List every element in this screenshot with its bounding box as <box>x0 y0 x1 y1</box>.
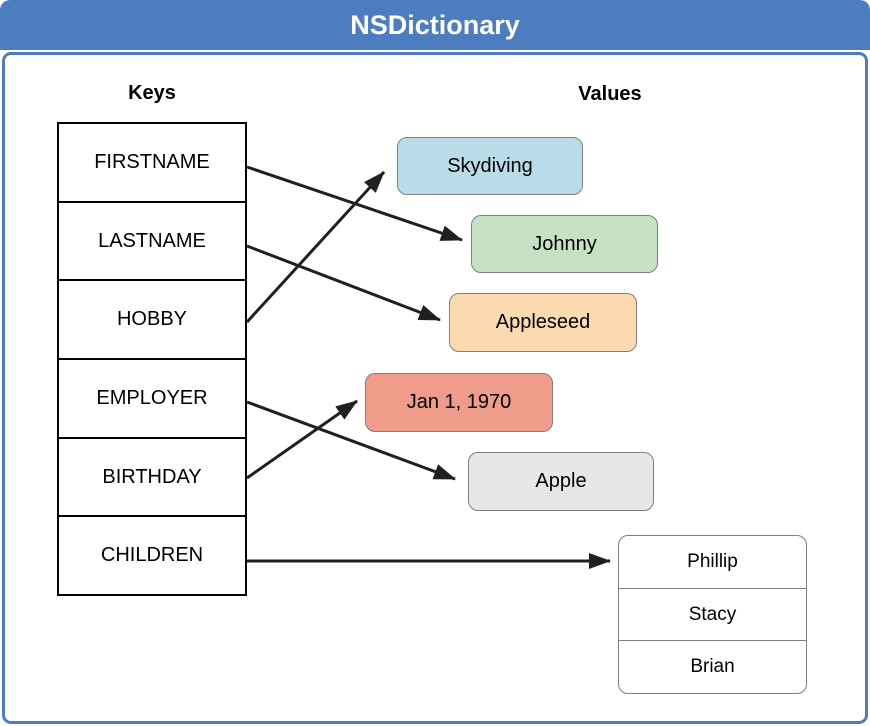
key-row-birthday: BIRTHDAY <box>59 439 245 518</box>
value-box-apple: Apple <box>468 452 654 511</box>
values-heading: Values <box>578 83 642 105</box>
value-box-johnny: Johnny <box>471 215 658 273</box>
keys-heading: Keys <box>128 82 176 104</box>
child-row-stacy: Stacy <box>619 589 806 642</box>
key-row-hobby: HOBBY <box>59 281 245 361</box>
child-row-phillip: Phillip <box>619 536 806 589</box>
title-bar: NSDictionary <box>0 0 870 50</box>
child-row-brian: Brian <box>690 656 735 678</box>
keys-table: FIRSTNAME LASTNAME HOBBY EMPLOYER BIRTHD… <box>57 122 247 596</box>
page-title: NSDictionary <box>350 10 520 40</box>
value-box-birthday: Jan 1, 1970 <box>365 373 553 432</box>
children-value-table: Phillip Stacy Brian <box>618 535 807 694</box>
key-row-lastname: LASTNAME <box>59 203 245 282</box>
key-row-firstname: FIRSTNAME <box>59 124 245 203</box>
value-box-appleseed: Appleseed <box>449 293 637 352</box>
key-row-children: CHILDREN <box>100 544 204 567</box>
key-row-employer: EMPLOYER <box>59 360 245 439</box>
value-box-skydiving: Skydiving <box>397 137 583 195</box>
